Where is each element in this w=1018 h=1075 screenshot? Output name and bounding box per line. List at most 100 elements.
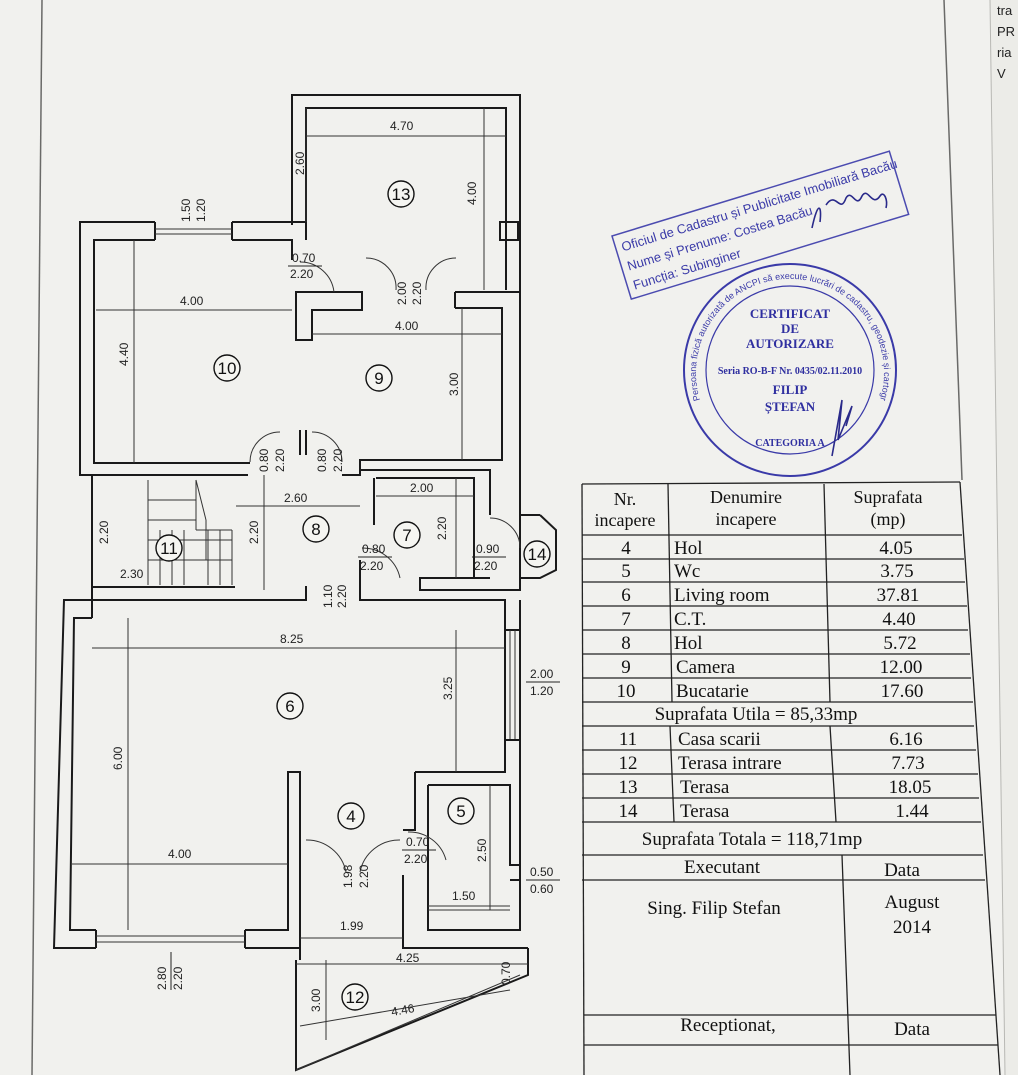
dim-label: 4.00	[395, 319, 419, 333]
door-swings	[249, 257, 521, 873]
dim-label: 0.60	[530, 882, 554, 896]
row-nr: 5	[621, 561, 631, 582]
edge-text-1: tra	[997, 3, 1013, 18]
rows-group-1: 4 Hol 4.05 5 Wc 3.75 6 Living room 37.81…	[617, 538, 924, 702]
room-number-7: 7	[402, 526, 411, 545]
dim-label: 0.70	[499, 961, 513, 985]
dim-label: 2.20	[410, 281, 424, 305]
row-area: 37.81	[877, 585, 920, 606]
room-number-11: 11	[160, 539, 178, 558]
row-name: C.T.	[674, 609, 706, 630]
dim-label: 4.25	[396, 951, 420, 965]
data-label-2: Data	[894, 1019, 930, 1040]
dim-label: 2.20	[435, 516, 449, 540]
dim-label: 2.50	[475, 838, 489, 862]
dim-label: 4.46	[390, 1001, 416, 1019]
room-number-13: 13	[392, 185, 411, 204]
date-year: 2014	[893, 917, 932, 938]
useful-area-total: Suprafata Utila = 85,33mp	[655, 704, 858, 725]
floor-plan: 4.70 2.60 4.00 1.50 1.20 0.70 2.20 2.00 …	[52, 94, 560, 1072]
dim-label: 2.20	[357, 864, 371, 888]
dim-label: 1.98	[341, 864, 355, 888]
row-area: 18.05	[889, 777, 932, 798]
row-nr: 13	[619, 777, 638, 798]
dimension-labels: 4.70 2.60 4.00 1.50 1.20 0.70 2.20 2.00 …	[97, 119, 560, 1019]
dim-label: 2.60	[284, 491, 308, 505]
dim-label: 2.00	[530, 667, 554, 681]
dim-label: 2.20	[335, 584, 349, 608]
header-area-line1: Suprafata	[854, 487, 923, 507]
room-number-5: 5	[456, 802, 465, 821]
executant-label: Executant	[684, 857, 761, 878]
dim-label: 2.20	[360, 559, 384, 573]
data-label: Data	[884, 860, 920, 881]
header-name-line2: incapere	[716, 509, 777, 529]
row-area: 17.60	[881, 681, 924, 702]
row-name: Wc	[674, 561, 700, 582]
row-area: 12.00	[880, 657, 923, 678]
dim-label: 8.25	[280, 632, 304, 646]
row-nr: 4	[621, 538, 631, 559]
dim-label: 4.40	[117, 342, 131, 366]
dim-label: 2.20	[273, 448, 287, 472]
row-nr: 8	[621, 633, 631, 654]
dim-label: 2.30	[120, 567, 144, 581]
row-nr: 9	[621, 657, 631, 678]
header-name-line1: Denumire	[710, 487, 782, 507]
dim-label: 1.10	[321, 584, 335, 608]
row-area: 3.75	[880, 561, 913, 582]
dim-label: 0.70	[292, 251, 316, 265]
staircase	[147, 479, 233, 585]
walls	[52, 94, 557, 1072]
dim-label: 2.20	[247, 520, 261, 544]
row-area: 7.73	[891, 753, 924, 774]
dim-label: 0.50	[530, 865, 554, 879]
dim-label: 4.00	[168, 847, 192, 861]
dim-label: 2.80	[155, 966, 169, 990]
table-grid	[581, 481, 1001, 1075]
room-number-4: 4	[346, 807, 355, 826]
dim-label: 0.80	[257, 448, 271, 472]
dim-label: 1.20	[194, 198, 208, 222]
dim-label: 2.20	[97, 520, 111, 544]
dim-label: 4.00	[180, 294, 204, 308]
dim-label: 3.00	[447, 372, 461, 396]
row-area: 4.40	[882, 609, 915, 630]
dim-label: 6.00	[111, 746, 125, 770]
row-name: Casa scarii	[678, 729, 761, 750]
row-area: 4.05	[879, 538, 912, 559]
room-number-8: 8	[311, 520, 320, 539]
edge-text-2: PR	[997, 24, 1016, 39]
receptionat-label: Receptionat,	[680, 1015, 776, 1036]
dimension-lines	[72, 108, 528, 1040]
row-name: Hol	[674, 538, 703, 559]
row-nr: 12	[619, 753, 638, 774]
dim-label: 0.80	[315, 448, 329, 472]
row-name: Terasa	[680, 777, 730, 798]
dim-label: 1.99	[340, 919, 364, 933]
header-area-line2: (mp)	[871, 509, 906, 530]
room-number-9: 9	[374, 369, 383, 388]
room-markers: 13 10 9 8 11 7 14 6 4 5 12	[155, 180, 551, 1011]
date-month: August	[885, 892, 941, 913]
row-name: Hol	[674, 633, 703, 654]
total-area: Suprafata Totala = 118,71mp	[642, 829, 862, 850]
row-name: Terasa	[680, 801, 730, 822]
row-name: Camera	[676, 657, 736, 678]
row-name: Living room	[674, 585, 770, 606]
dim-label: 2.20	[171, 966, 185, 990]
dim-label: 3.25	[441, 676, 455, 700]
dim-label: 4.00	[465, 181, 479, 205]
dim-label: 4.70	[390, 119, 414, 133]
dim-label: 1.20	[530, 684, 554, 698]
edge-text-3: ria	[997, 45, 1012, 60]
row-area: 5.72	[883, 633, 916, 654]
executant-name: Sing. Filip Stefan	[647, 898, 781, 919]
room-number-10: 10	[218, 359, 237, 378]
rows-group-2: 11 Casa scarii 6.16 12 Terasa intrare 7.…	[619, 729, 932, 822]
room-number-14: 14	[528, 545, 547, 564]
dim-label: 2.20	[331, 448, 345, 472]
row-nr: 11	[619, 729, 637, 750]
